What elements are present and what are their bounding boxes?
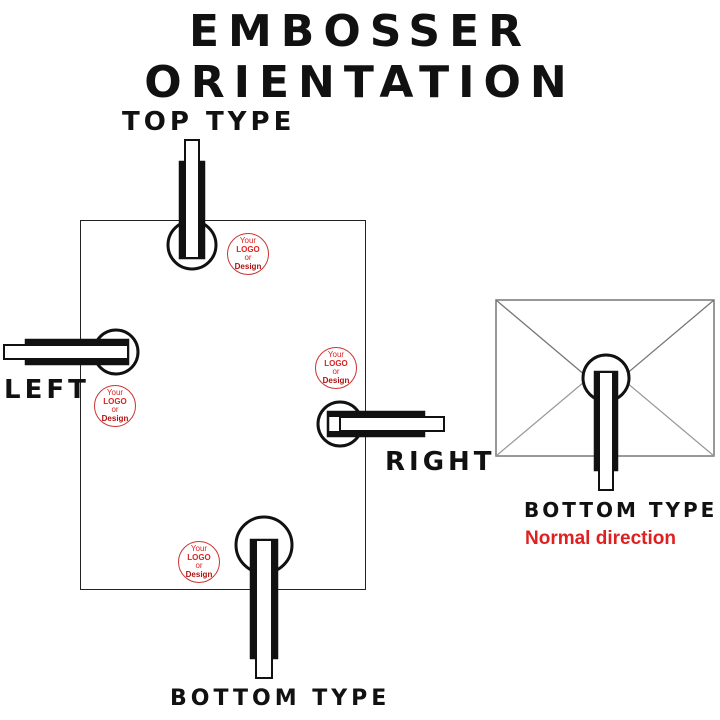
logo-seal-bottom: Your LOGO or Design bbox=[178, 541, 220, 583]
label-normal-direction: Normal direction bbox=[525, 528, 676, 549]
bottom-embosser-icon bbox=[234, 515, 294, 679]
diagram-title: EMBOSSER ORIENTATION bbox=[144, 6, 576, 108]
logo-seal-right: Your LOGO or Design bbox=[315, 347, 357, 389]
logo-seal-left: Your LOGO or Design bbox=[94, 385, 136, 427]
label-bottom-type: BOTTOM TYPE bbox=[170, 686, 391, 711]
label-left: LEFT bbox=[4, 375, 90, 405]
label-right: RIGHT bbox=[385, 447, 496, 477]
logo-seal-top: Your LOGO or Design bbox=[227, 233, 269, 275]
right-embosser-icon bbox=[316, 400, 445, 448]
label-top-type: TOP TYPE bbox=[122, 107, 296, 137]
top-embosser-icon bbox=[166, 139, 218, 271]
envelope-embosser-icon bbox=[581, 353, 631, 491]
label-envelope-bottom-type: BOTTOM TYPE bbox=[524, 498, 718, 522]
left-embosser-icon bbox=[3, 328, 140, 376]
